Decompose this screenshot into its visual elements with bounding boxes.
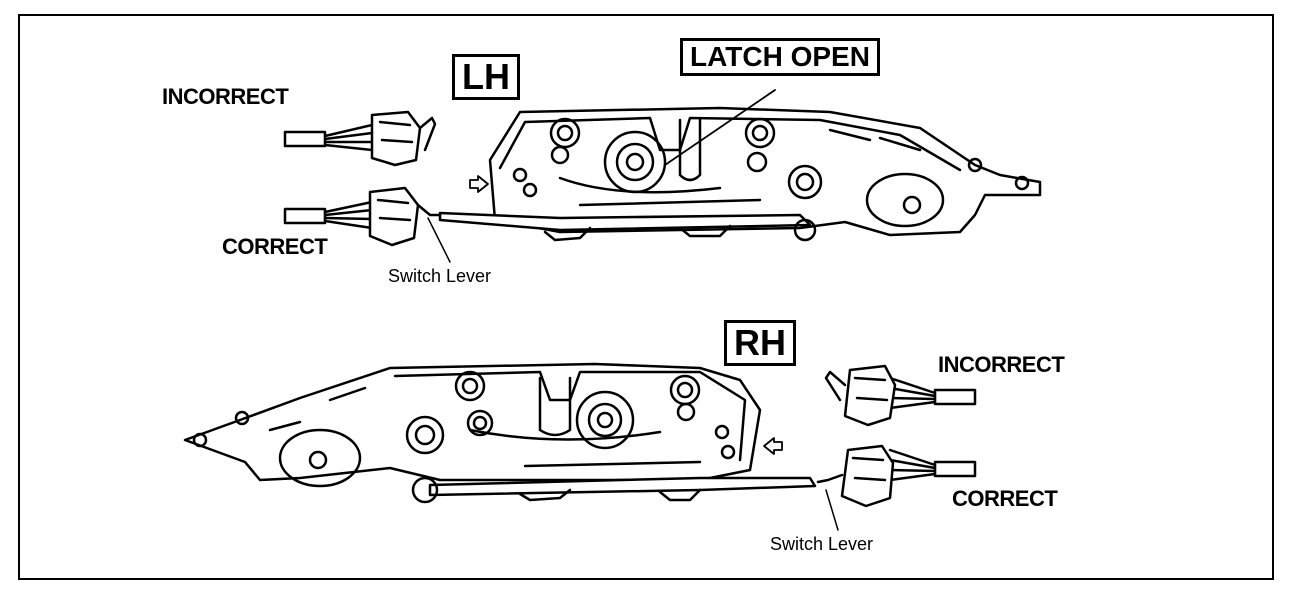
lh-latch-rivets bbox=[512, 117, 1030, 228]
rh-correct-label: CORRECT bbox=[952, 486, 1058, 511]
lh-switch-lever-label: Switch Lever bbox=[388, 266, 492, 286]
rh-tag: RH bbox=[724, 320, 796, 366]
lh-switch-lever-leader bbox=[427, 217, 451, 263]
rh-switch-lever-bar bbox=[411, 476, 817, 504]
rh-latch-rivets bbox=[192, 370, 736, 488]
rh-incorrect-connector bbox=[824, 364, 977, 427]
lh-correct-label: CORRECT bbox=[222, 234, 328, 259]
latch-open-label: LATCH OPEN bbox=[680, 38, 880, 76]
lh-switch-lever-bar bbox=[438, 211, 817, 242]
lh-tag: LH bbox=[452, 54, 520, 100]
rh-switch-lever-label: Switch Lever bbox=[770, 534, 874, 554]
lh-correct-connector bbox=[283, 186, 442, 247]
rh-switch-lever-leader bbox=[825, 489, 839, 531]
figure-frame bbox=[18, 14, 1274, 580]
lh-incorrect-connector bbox=[283, 110, 437, 167]
latch-open-leader bbox=[664, 89, 776, 166]
lh-incorrect-label: INCORRECT bbox=[162, 84, 289, 109]
rh-insert-arrow bbox=[763, 437, 783, 455]
rh-incorrect-label: INCORRECT bbox=[938, 352, 1065, 377]
rh-correct-connector bbox=[816, 444, 977, 508]
lh-insert-arrow bbox=[469, 175, 489, 193]
